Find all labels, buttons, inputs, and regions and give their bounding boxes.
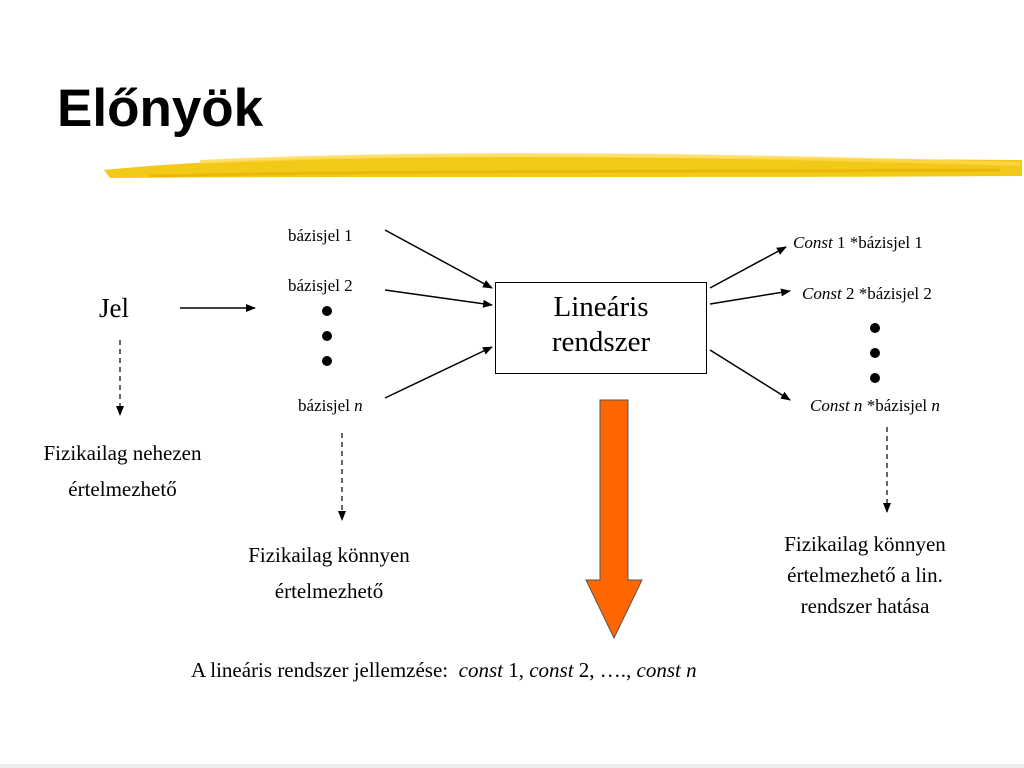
linear-system-label: Lineáris rendszer: [495, 290, 707, 360]
characterization-sep-2: 2, ….,: [573, 658, 637, 682]
output-n-const: Const n: [810, 396, 863, 415]
right-note-line2: értelmezhető a lin.: [787, 563, 943, 587]
output-2-label: Const 2 *bázisjel 2: [802, 284, 932, 304]
output-n-var: n: [931, 396, 940, 415]
characterization-line: A lineáris rendszer jellemzése: const 1,…: [191, 658, 697, 683]
outputn-arrow: [709, 349, 791, 401]
characterization-sep-1: 1,: [502, 658, 530, 682]
characterization-const-n: const n: [636, 658, 697, 682]
basisn-arrow: [384, 346, 493, 399]
characterization-const-1: const: [458, 658, 503, 682]
output-n-mid: *bázisjel: [862, 396, 932, 415]
output1-arrow: [709, 246, 787, 289]
linear-system-box: [495, 282, 707, 374]
output-2-rest: 2 *bázisjel 2: [841, 284, 932, 303]
system-label-line1: Lineáris: [553, 291, 649, 323]
right-note-line3: rendszer hatása: [800, 594, 930, 618]
left-note-line2: értelmezhető: [68, 477, 177, 501]
right-note: Fizikailag könnyen értelmezhető a lin. r…: [755, 529, 975, 622]
output-n-label: Const n *bázisjel n: [810, 396, 940, 416]
basis2-arrow: [384, 289, 493, 308]
middle-note-line2: értelmezhető: [274, 579, 384, 603]
ellipsis-dot: [870, 348, 880, 358]
system-label-line2: rendszer: [551, 326, 651, 358]
basis-signal-1-label: bázisjel 1: [288, 226, 353, 245]
basis-n-var: n: [354, 396, 363, 415]
left-note: Fizikailag nehezen értelmezhető: [20, 435, 225, 507]
output2-arrow: [709, 288, 791, 305]
basis-signal-n-label: bázisjel n: [298, 396, 363, 416]
highlighter-stroke: [104, 153, 1022, 178]
basis-signal-2-label: bázisjel 2: [288, 276, 353, 295]
ellipsis-dot: [870, 373, 880, 383]
middle-note-line1: Fizikailag könnyen: [248, 543, 410, 567]
characterization-prefix: A lineáris rendszer jellemzése:: [191, 658, 459, 682]
right-note-line1: Fizikailag könnyen: [784, 532, 946, 556]
output-1-const: Const: [793, 233, 833, 252]
output-1-label: Const 1 *bázisjel 1: [793, 233, 923, 253]
basis-n-prefix: bázisjel: [298, 396, 355, 415]
ellipsis-dot: [322, 306, 332, 316]
output-2-const: Const: [802, 284, 842, 303]
left-note-line1: Fizikailag nehezen: [43, 441, 202, 465]
slide-title: Előnyök: [57, 79, 264, 138]
output-1-rest: 1 *bázisjel 1: [832, 233, 923, 252]
basis1-arrow: [384, 229, 493, 289]
footer-divider: [0, 764, 1024, 768]
input-signal-label: Jel: [99, 293, 129, 323]
ellipsis-dot: [322, 356, 332, 366]
middle-note: Fizikailag könnyen értelmezhető: [220, 537, 438, 609]
ellipsis-dot: [322, 331, 332, 341]
characterization-const-2: const: [529, 658, 574, 682]
big-down-arrow: [585, 399, 643, 640]
ellipsis-dot: [870, 323, 880, 333]
